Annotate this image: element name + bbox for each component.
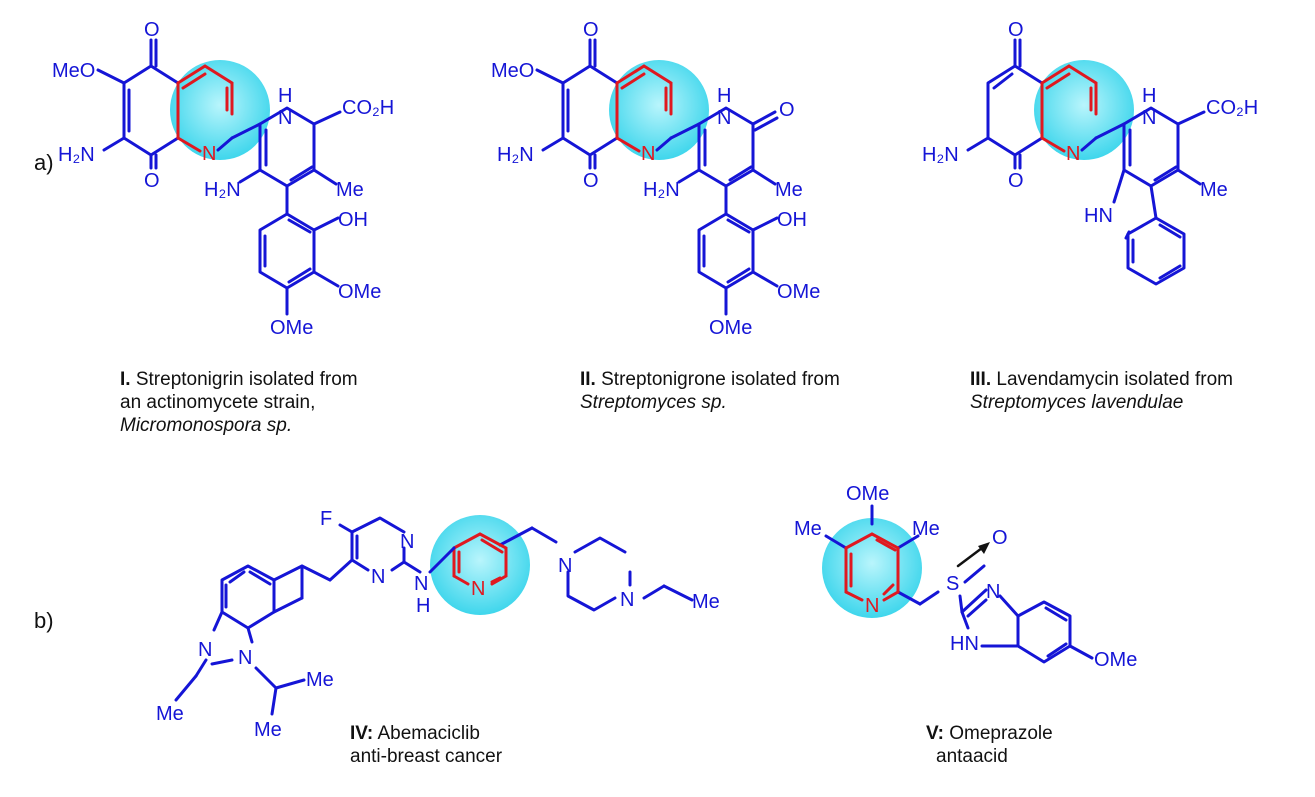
structure-lavendamycin: O H₂N O N H N CO₂H Me HN [922,19,1258,286]
structure-streptonigrin: O MeO H₂N O N H N CO₂H H₂N Me OH OMe OMe [52,19,394,339]
atom-label: N [641,143,655,165]
compound-source: an actinomycete strain, [120,392,316,413]
atom-label: O [1008,19,1024,41]
structure-omeprazole: OMe Me Me O N S N HN OMe [794,483,1137,671]
atom-label: HN [950,633,979,655]
atom-label: O [992,527,1008,549]
compound-use: antaacid [936,746,1008,767]
atom-label: OMe [709,317,752,339]
atom-label: N [414,573,428,595]
atom-label: Me [692,591,720,613]
atom-label: Me [794,518,822,540]
atom-label: O [583,170,599,192]
atom-label: F [320,508,332,530]
compound-use: anti-breast cancer [350,746,503,767]
compound-numeral: II. [580,369,596,390]
atom-label: CO₂H [1206,97,1258,119]
atom-label: N [717,107,731,129]
atom-label: O [583,19,599,41]
compound-source-organism: Streptomyces lavendulae [970,392,1184,413]
panel-label-b: b) [34,608,54,633]
atom-label: H [278,85,292,107]
atom-label: O [1008,170,1024,192]
atom-label: Me [306,669,334,691]
compound-numeral: III. [970,369,992,390]
compound-name: Omeprazole [949,723,1053,744]
atom-label: H [1142,85,1156,107]
compound-name: Streptonigrin isolated from [135,369,358,390]
atom-label: N [198,639,212,661]
atom-label: OMe [1094,649,1137,671]
atom-label: OMe [270,317,313,339]
panel-label-a: a) [34,150,54,175]
atom-label: H₂N [58,144,95,166]
caption-compound-IV: IV: Abemaciclib anti-breast cancer [350,722,502,768]
compound-source-organism: Micromonospora sp. [120,415,293,436]
atom-label: Me [1200,179,1228,201]
compound-source-organism: Streptomyces sp. [580,392,727,413]
atom-label: N [371,566,385,588]
atom-label: O [144,19,160,41]
atom-label: OMe [338,281,381,303]
atom-label: O [144,170,160,192]
atom-label: OH [777,209,807,231]
atom-label: MeO [491,60,534,82]
atom-label: N [986,581,1000,603]
atom-label: Me [775,179,803,201]
atom-label: H [717,85,731,107]
compound-numeral: IV: [350,723,374,744]
caption-compound-V: V: Omeprazole antaacid [926,722,1053,768]
compound-name: Streptonigrone isolated from [601,369,840,390]
atom-label: HN [1084,205,1113,227]
atom-label: Me [912,518,940,540]
atom-label: H [416,595,430,617]
atom-label: N [238,647,252,669]
pyridine-highlight [609,60,709,160]
atom-label: H₂N [497,144,534,166]
caption-compound-II: II. Streptonigrone isolated from Strepto… [580,368,840,414]
atom-label: H₂N [922,144,959,166]
atom-label: Me [156,703,184,725]
structure-streptonigrone: O MeO H₂N O N H N O H₂N Me OH OMe OMe [491,19,820,339]
atom-label: N [471,578,485,600]
atom-label: OMe [846,483,889,505]
atom-label: N [202,143,216,165]
atom-label: N [1066,143,1080,165]
atom-label: N [400,531,414,553]
atom-label: OMe [777,281,820,303]
atom-label: O [779,99,795,121]
atom-label: Me [336,179,364,201]
pyridine-highlight [430,515,530,615]
atom-label: S [946,573,959,595]
pyridine-highlight [170,60,270,160]
pyridine-highlight [1034,60,1134,160]
compound-numeral: I. [120,369,131,390]
compound-numeral: V: [926,723,944,744]
atom-label: Me [254,719,282,741]
atom-label: N [620,589,634,611]
atom-label: MeO [52,60,95,82]
atom-label: H₂N [643,179,680,201]
compound-name: Abemaciclib [377,723,480,744]
atom-label: N [1142,107,1156,129]
caption-compound-III: III. Lavendamycin isolated from Streptom… [970,368,1233,414]
atom-label: H₂N [204,179,241,201]
atom-label: N [278,107,292,129]
compound-name: Lavendamycin isolated from [996,369,1233,390]
caption-compound-I: I. Streptonigrin isolated from an actino… [120,368,358,437]
atom-label: N [865,595,879,617]
atom-label: CO₂H [342,97,394,119]
structure-abemaciclib: F N N N H N N N Me N N Me Me Me [156,508,720,741]
atom-label: N [558,555,572,577]
atom-label: OH [338,209,368,231]
